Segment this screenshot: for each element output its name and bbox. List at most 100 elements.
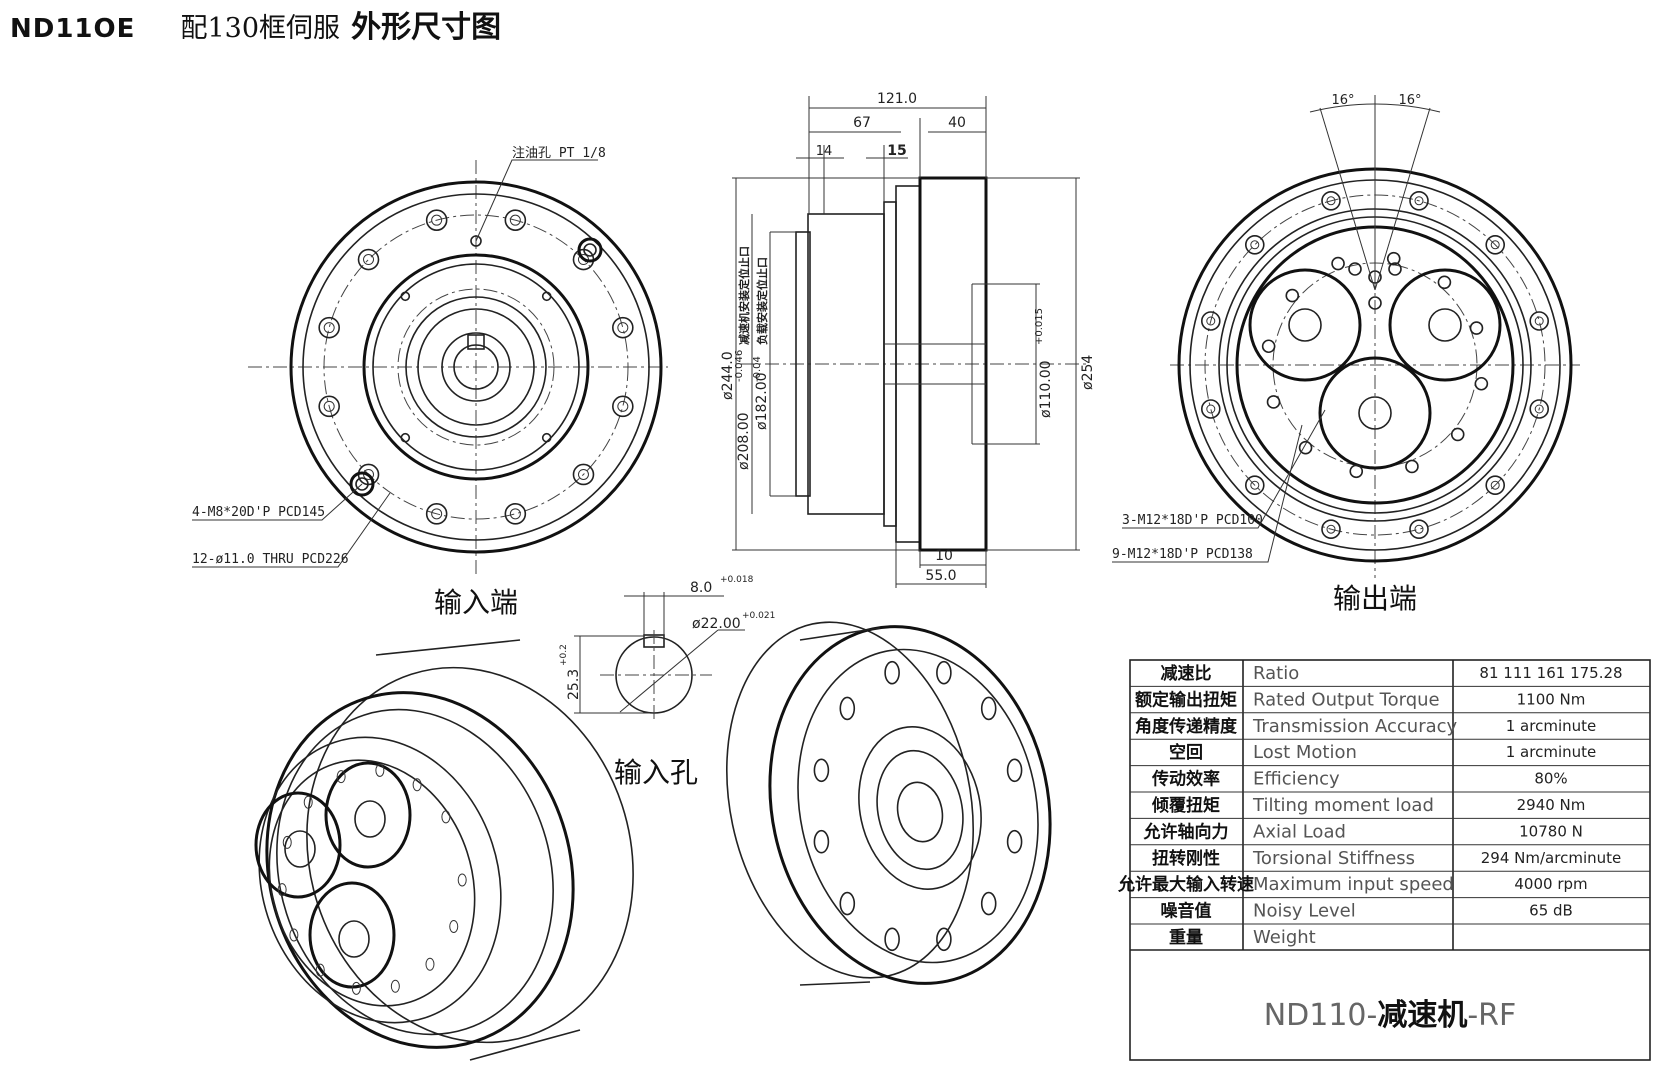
iso-thru-hole	[839, 696, 856, 721]
iso-planet-gears	[254, 761, 467, 995]
spec-label-en: Transmission Accuracy	[1252, 716, 1458, 737]
iso-hole	[277, 883, 287, 897]
spec-label-en: Axial Load	[1253, 821, 1346, 842]
thru-holes-group	[318, 209, 634, 525]
iso-hole	[441, 810, 451, 824]
iso-hole	[351, 981, 361, 995]
spec-value: 4000 rpm	[1514, 875, 1587, 893]
rim-hole-inner	[1206, 404, 1216, 414]
spec-label-cn: 允许轴向力	[1143, 821, 1229, 842]
tapped-hole	[1349, 464, 1364, 479]
rim-hole-inner	[1326, 196, 1336, 206]
dim-overall-length: 121.0	[877, 91, 917, 107]
thru-hole-inner	[363, 254, 375, 266]
plug-icon	[349, 471, 375, 497]
dim-dia208-tol: -0.046	[734, 350, 745, 382]
rim-hole	[1529, 399, 1550, 419]
tapped-hole	[541, 432, 552, 443]
pcd226-circle	[323, 214, 629, 520]
spec-label-en: Tilting moment load	[1252, 795, 1434, 816]
thru-hole	[318, 395, 340, 418]
tapped-hole	[1386, 251, 1401, 266]
tapped-hole	[400, 432, 411, 443]
rim-hole-inner	[1534, 316, 1544, 326]
thru-hole	[612, 395, 634, 418]
motor-spigot-note: 减速机安装定位止口	[737, 246, 751, 345]
spec-label-cn: 角度传递精度	[1135, 716, 1238, 737]
thru-hole-inner	[431, 508, 443, 520]
oil-hole-note: 注油孔 PT 1/8	[512, 146, 606, 161]
tapped-holes-group	[400, 291, 552, 443]
thru-hole	[612, 316, 634, 339]
dim-40: 40	[948, 115, 966, 131]
load-spigot-note: 负载安装定位止口	[755, 257, 769, 345]
key-width-tol: +0.018	[720, 575, 754, 585]
thru-hole-inner	[431, 214, 443, 226]
side-section-view: 121.0 67 40 14 15 10 55.0 ø244.0 ø208.00…	[720, 91, 1096, 588]
spec-value: 1 arcminute	[1506, 717, 1597, 735]
input-end-caption: 输入端	[434, 586, 518, 619]
spec-label-cn: 减速比	[1161, 663, 1212, 684]
iso-thru-hole	[884, 927, 900, 952]
angle-right-label: 16°	[1398, 93, 1421, 108]
spec-value: 1100 Nm	[1517, 690, 1586, 708]
key-depth-tol: +0.2	[559, 644, 569, 666]
iso-hole	[303, 795, 313, 809]
rim-hole-inner	[1206, 316, 1216, 326]
dim-dia110: ø110.00	[1038, 360, 1054, 418]
rim-hole-inner	[1250, 240, 1260, 250]
rim-hole-inner	[1414, 524, 1424, 534]
dim-dia208: ø208.00	[736, 412, 752, 470]
spec-label-cn: 重量	[1169, 927, 1203, 948]
rim-hole	[1200, 311, 1221, 331]
rim-hole	[1321, 190, 1341, 211]
iso-flange-rim	[265, 691, 575, 1049]
input-boss	[362, 253, 590, 481]
spec-label-cn: 额定输出扭矩	[1135, 689, 1237, 710]
iso-thru-hole	[980, 891, 997, 916]
thru-hole	[425, 209, 448, 231]
planet-gear	[1248, 268, 1362, 382]
spec-value: 294 Nm/arcminute	[1481, 849, 1621, 867]
isometric-output-view	[254, 639, 634, 1061]
spec-value: 1 arcminute	[1506, 743, 1597, 761]
output-end-view: 16° 16° 3-M12*18D'P PCD100 9-M12*18D'P P…	[1112, 93, 1580, 615]
spec-value: 65 dB	[1529, 902, 1573, 920]
thru-hole-inner	[617, 322, 629, 334]
input-outer-rim	[289, 180, 663, 554]
tapped-hole	[1261, 339, 1276, 354]
rim-hole-inner	[1534, 404, 1544, 414]
rim-hole	[1200, 399, 1221, 419]
spec-value: 81 111 161 175.28	[1479, 664, 1622, 682]
tapped-hole	[1285, 288, 1300, 303]
iso-planet-bore	[338, 920, 370, 958]
tapped-hole	[541, 291, 552, 302]
spec-label-en: Weight	[1253, 927, 1316, 948]
iso-hole	[289, 928, 299, 942]
planet-bore	[1358, 396, 1392, 430]
dim-dia244: ø244.0	[720, 351, 736, 400]
planet-gear	[1318, 356, 1432, 470]
iso-thru-hole	[936, 927, 952, 952]
thru-hole	[357, 248, 380, 271]
spec-value: 80%	[1534, 770, 1567, 788]
tapped-hole	[1266, 395, 1281, 409]
rim-hole-inner	[1326, 524, 1336, 534]
rim-hole-inner	[1490, 240, 1500, 250]
thru-hole-inner	[323, 322, 335, 334]
tapped-hole	[1469, 321, 1484, 335]
iso-thru-hole	[813, 758, 830, 783]
motor-spigot	[795, 231, 811, 497]
tapped-hole	[1298, 440, 1313, 455]
spec-label-cn: 倾覆扭矩	[1151, 795, 1220, 816]
spec-label-cn: 噪音值	[1161, 901, 1212, 922]
thru-hole	[572, 463, 595, 486]
oil-hole-icon	[470, 235, 482, 247]
input-bore-caption: 输入孔	[614, 756, 698, 789]
thru-hole	[504, 503, 527, 525]
input-end-view: 注油孔 PT 1/8 4-M8*20D'P PCD145 12-ø11.0 TH…	[192, 146, 668, 619]
spec-label-cn: 允许最大输入转速	[1117, 874, 1254, 895]
rim-hole	[1321, 519, 1341, 540]
iso-hole	[315, 963, 325, 977]
spec-label-en: Rated Output Torque	[1253, 689, 1440, 710]
